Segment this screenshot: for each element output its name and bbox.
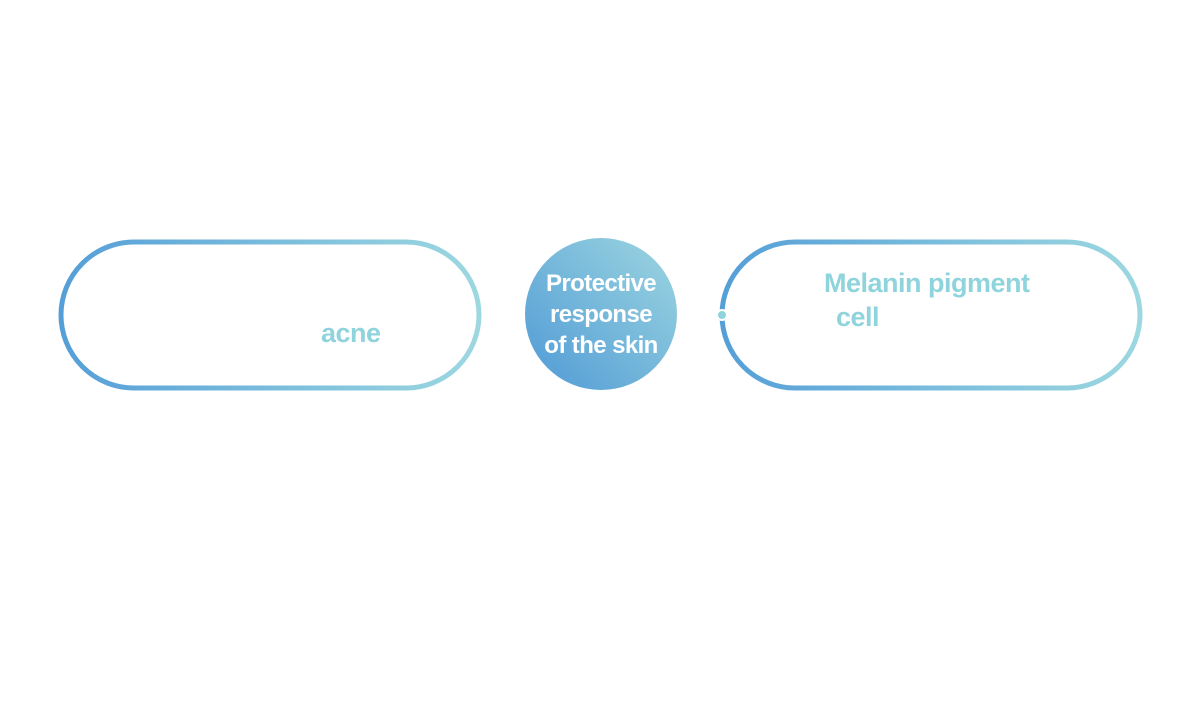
center-circle [525,238,677,390]
melanin-label-line2: cell [836,302,880,332]
center-text-line2: response [550,301,653,328]
connector-dot [716,309,728,321]
protective-response-text: Protective response of the skin [525,268,677,361]
left-capsule [58,239,482,391]
center-text-line1: Protective [545,270,657,297]
melanin-label-line1: Melanin pigment [824,268,1030,298]
melanin-pigment-cell-label: Melanin pigment cell [824,266,1030,334]
center-text-line3: of the skin [544,332,658,359]
acne-label: acne [321,318,381,348]
